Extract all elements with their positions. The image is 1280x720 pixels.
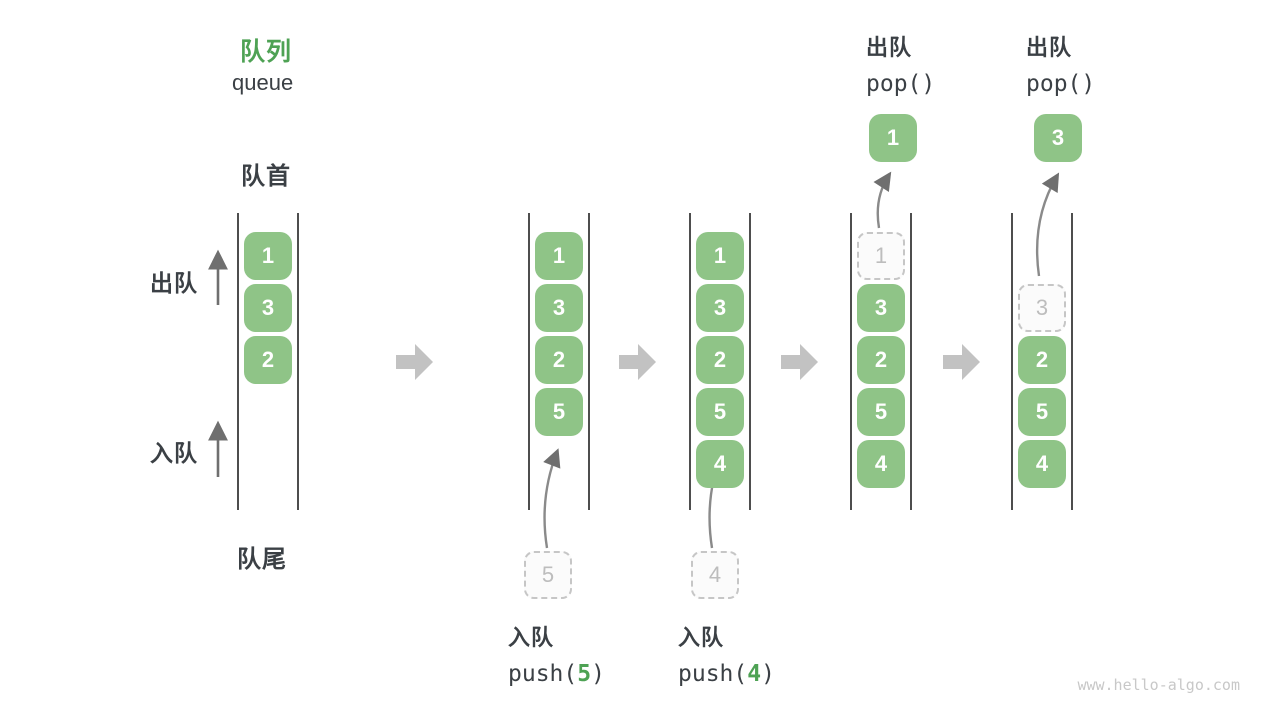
dequeue-op-title: 出队 xyxy=(866,35,913,60)
queue-cell: 2 xyxy=(857,336,905,384)
popped-value: 1 xyxy=(869,114,917,162)
watermark: www.hello-algo.com xyxy=(1077,676,1240,694)
queue-wall xyxy=(850,213,852,510)
pop-operation-label: 出队 pop() xyxy=(1026,30,1095,97)
queue-cell: 1 xyxy=(696,232,744,280)
queue-column-2 xyxy=(528,213,590,510)
flow-arrow-icon xyxy=(619,344,656,380)
queue-cell-removed-ghost: 3 xyxy=(1018,284,1066,332)
queue-rear-label: 队尾 xyxy=(237,546,287,573)
staged-push-value: 4 xyxy=(691,551,739,599)
queue-cell: 2 xyxy=(1018,336,1066,384)
queue-wall xyxy=(528,213,530,510)
queue-cell: 5 xyxy=(535,388,583,436)
code-arg: 4 xyxy=(747,661,762,687)
flow-arrow-icon xyxy=(396,344,433,380)
dequeue-op-code: pop() xyxy=(1026,71,1096,97)
dequeue-side-label: 出队 xyxy=(150,270,198,296)
queue-cell: 1 xyxy=(244,232,292,280)
queue-cell: 3 xyxy=(535,284,583,332)
queue-cell-removed-ghost: 1 xyxy=(857,232,905,280)
queue-column-5 xyxy=(1011,213,1073,510)
popped-value: 3 xyxy=(1034,114,1082,162)
queue-cell: 2 xyxy=(535,336,583,384)
queue-column-3 xyxy=(689,213,751,510)
queue-cell: 3 xyxy=(696,284,744,332)
push-operation-label: 入队 push(4) xyxy=(678,620,775,687)
code-fn: push( xyxy=(508,661,578,687)
queue-cell: 5 xyxy=(857,388,905,436)
diagram-title-en: queue xyxy=(232,70,294,95)
queue-wall xyxy=(689,213,691,510)
queue-cell: 3 xyxy=(244,284,292,332)
queue-wall xyxy=(1071,213,1073,510)
queue-cell: 4 xyxy=(857,440,905,488)
code-fn: push( xyxy=(678,661,748,687)
queue-wall xyxy=(297,213,299,510)
queue-wall xyxy=(749,213,751,510)
queue-wall xyxy=(910,213,912,510)
enqueue-op-title: 入队 xyxy=(508,625,555,650)
enqueue-op-title: 入队 xyxy=(678,625,725,650)
flow-arrow-icon xyxy=(943,344,980,380)
enqueue-side-label: 入队 xyxy=(150,440,198,466)
dequeue-op-title: 出队 xyxy=(1026,35,1073,60)
queue-cell: 3 xyxy=(857,284,905,332)
staged-push-value: 5 xyxy=(524,551,572,599)
queue-wall xyxy=(237,213,239,510)
pop-operation-label: 出队 pop() xyxy=(866,30,935,97)
queue-column-4 xyxy=(850,213,912,510)
code-close: ) xyxy=(761,661,775,687)
enqueue-op-code: push(5) xyxy=(508,661,605,687)
queue-cell: 4 xyxy=(696,440,744,488)
queue-cell: 4 xyxy=(1018,440,1066,488)
code-close: ) xyxy=(591,661,605,687)
queue-cell: 2 xyxy=(244,336,292,384)
code-arg: 5 xyxy=(577,661,592,687)
flow-arrow-icon xyxy=(781,344,818,380)
queue-wall xyxy=(1011,213,1013,510)
enqueue-op-code: push(4) xyxy=(678,661,775,687)
dequeue-op-code: pop() xyxy=(866,71,936,97)
queue-wall xyxy=(588,213,590,510)
queue-front-label: 队首 xyxy=(241,163,291,190)
queue-cell: 1 xyxy=(535,232,583,280)
push-operation-label: 入队 push(5) xyxy=(508,620,605,687)
queue-column-1 xyxy=(237,213,299,510)
queue-cell: 5 xyxy=(696,388,744,436)
queue-cell: 2 xyxy=(696,336,744,384)
queue-cell: 5 xyxy=(1018,388,1066,436)
diagram-title-cn: 队列 xyxy=(240,38,293,66)
